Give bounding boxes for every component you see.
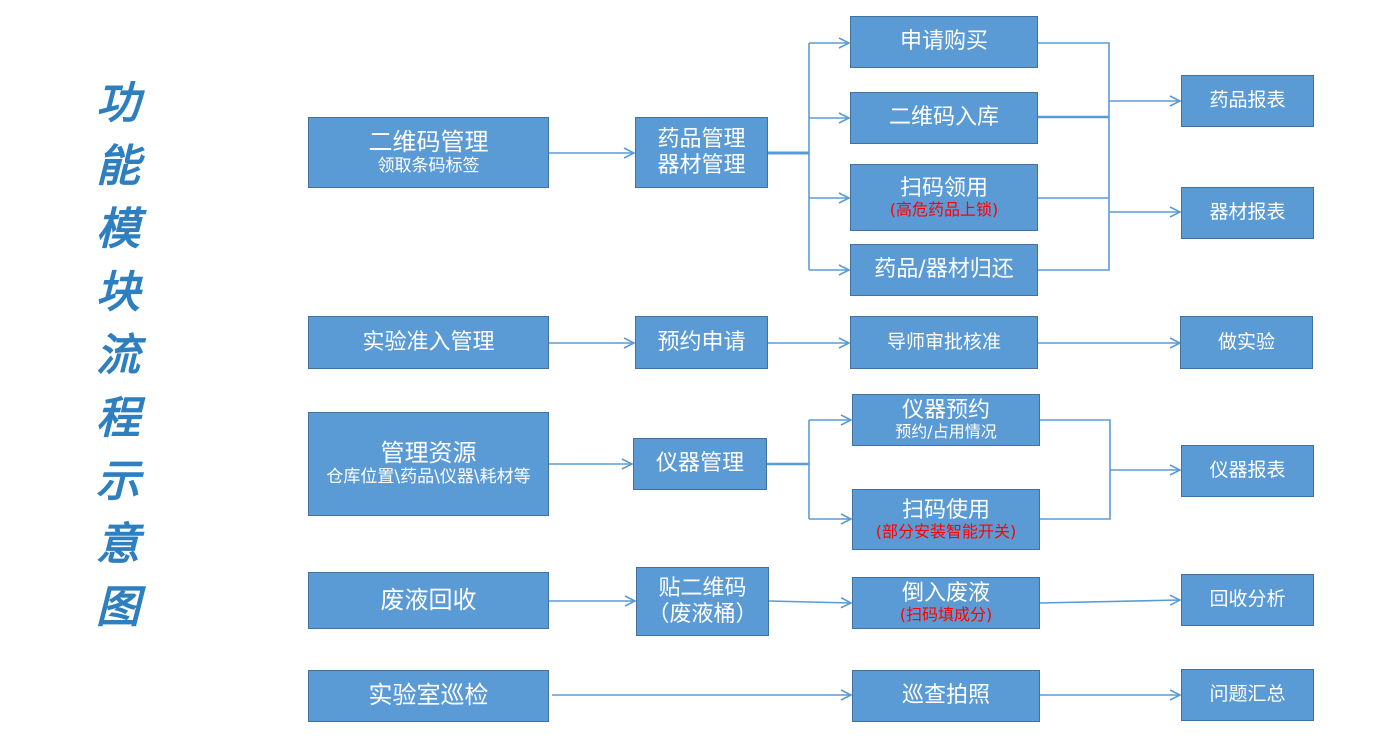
- line-purchase-to-bus: [1038, 42, 1110, 271]
- box-title: 问题汇总: [1209, 683, 1286, 706]
- instrument-management-box[interactable]: 仪器管理: [633, 438, 767, 490]
- box-title: 器材报表: [1209, 201, 1286, 224]
- box-title: 仪器管理: [655, 451, 744, 477]
- inspection-photo-box[interactable]: 巡查拍照: [852, 670, 1040, 722]
- box-title: 申请购买: [899, 29, 988, 55]
- title-char: 模: [96, 204, 140, 255]
- box-title: 预约申请: [657, 329, 746, 355]
- attach-qr-box[interactable]: 贴二维码 （废液桶）: [636, 567, 769, 636]
- title-char: 图: [96, 582, 140, 633]
- box-line-2: 器材管理: [657, 152, 746, 178]
- drug-report-box[interactable]: 药品报表: [1181, 75, 1314, 127]
- box-title: 扫码使用: [901, 497, 990, 523]
- box-line-1: 药品管理: [657, 127, 746, 153]
- lab-access-management-box[interactable]: 实验准入管理: [308, 316, 549, 369]
- box-line-2: （废液桶）: [647, 601, 758, 627]
- purchase-request-box[interactable]: 申请购买: [850, 16, 1038, 68]
- box-title: 回收分析: [1209, 588, 1286, 611]
- box-title: 二维码管理: [368, 127, 489, 156]
- box-note: (部分安装智能开关): [875, 521, 1017, 541]
- recovery-analysis-box[interactable]: 回收分析: [1181, 574, 1314, 626]
- title-char: 示: [96, 456, 140, 507]
- drug-equipment-management-box[interactable]: 药品管理 器材管理: [635, 117, 768, 188]
- box-title: 倒入废液: [901, 581, 990, 607]
- box-title: 药品报表: [1209, 89, 1286, 112]
- box-subtitle: 仓库位置\药品\仪器\耗材等: [326, 467, 531, 488]
- do-experiment-box[interactable]: 做实验: [1180, 316, 1313, 369]
- equipment-report-box[interactable]: 器材报表: [1181, 187, 1314, 239]
- pour-waste-box[interactable]: 倒入废液 (扫码填成分): [852, 577, 1040, 629]
- return-box[interactable]: 药品/器材归还: [850, 244, 1038, 296]
- box-title: 仪器报表: [1209, 459, 1286, 482]
- box-note: (扫码填成分): [899, 605, 993, 625]
- box-title: 实验室巡检: [368, 681, 489, 710]
- manage-resources-box[interactable]: 管理资源 仓库位置\药品\仪器\耗材等: [308, 412, 549, 516]
- title-char: 能: [96, 141, 140, 192]
- title-char: 块: [96, 267, 140, 318]
- qr-management-box[interactable]: 二维码管理 领取条码标签: [308, 117, 549, 188]
- advisor-approval-box[interactable]: 导师审批核准: [850, 316, 1038, 369]
- title-char: 功: [96, 78, 140, 129]
- box-title: 导师审批核准: [886, 330, 1001, 353]
- box-title: 仪器预约: [901, 398, 990, 424]
- title-char: 流: [96, 330, 140, 381]
- diagram-title: 功 能 模 块 流 程 示 意 图: [88, 72, 148, 639]
- scan-receive-box[interactable]: 扫码领用 (高危药品上锁): [850, 164, 1038, 231]
- title-char: 程: [96, 393, 140, 444]
- box-title: 巡查拍照: [901, 683, 990, 709]
- lab-inspection-box[interactable]: 实验室巡检: [308, 670, 549, 722]
- box-title: 二维码入库: [888, 105, 999, 131]
- line-reserve-use-bus: [1039, 419, 1111, 520]
- qr-stockin-box[interactable]: 二维码入库: [850, 92, 1038, 144]
- box-title: 扫码领用: [899, 175, 988, 201]
- issue-summary-box[interactable]: 问题汇总: [1181, 669, 1314, 721]
- box-line-1: 贴二维码: [658, 576, 747, 602]
- box-title: 管理资源: [380, 439, 477, 468]
- box-note: (高危药品上锁): [889, 199, 999, 219]
- waste-recovery-box[interactable]: 废液回收: [308, 572, 549, 629]
- title-char: 意: [96, 519, 140, 570]
- box-title: 废液回收: [380, 585, 477, 614]
- instrument-reservation-box[interactable]: 仪器预约 预约/占用情况: [852, 394, 1040, 446]
- box-subtitle: 预约/占用情况: [895, 422, 997, 442]
- instrument-report-box[interactable]: 仪器报表: [1181, 445, 1314, 497]
- scan-use-box[interactable]: 扫码使用 (部分安装智能开关): [852, 489, 1040, 550]
- box-subtitle: 领取条码标签: [377, 155, 480, 176]
- box-title: 实验准入管理: [362, 329, 495, 355]
- arrow-pour-to-analysis: [1038, 600, 1180, 603]
- box-title: 做实验: [1217, 330, 1275, 353]
- arrow-label-to-pour: [768, 601, 851, 603]
- reservation-request-box[interactable]: 预约申请: [635, 316, 768, 369]
- box-title: 药品/器材归还: [874, 257, 1014, 283]
